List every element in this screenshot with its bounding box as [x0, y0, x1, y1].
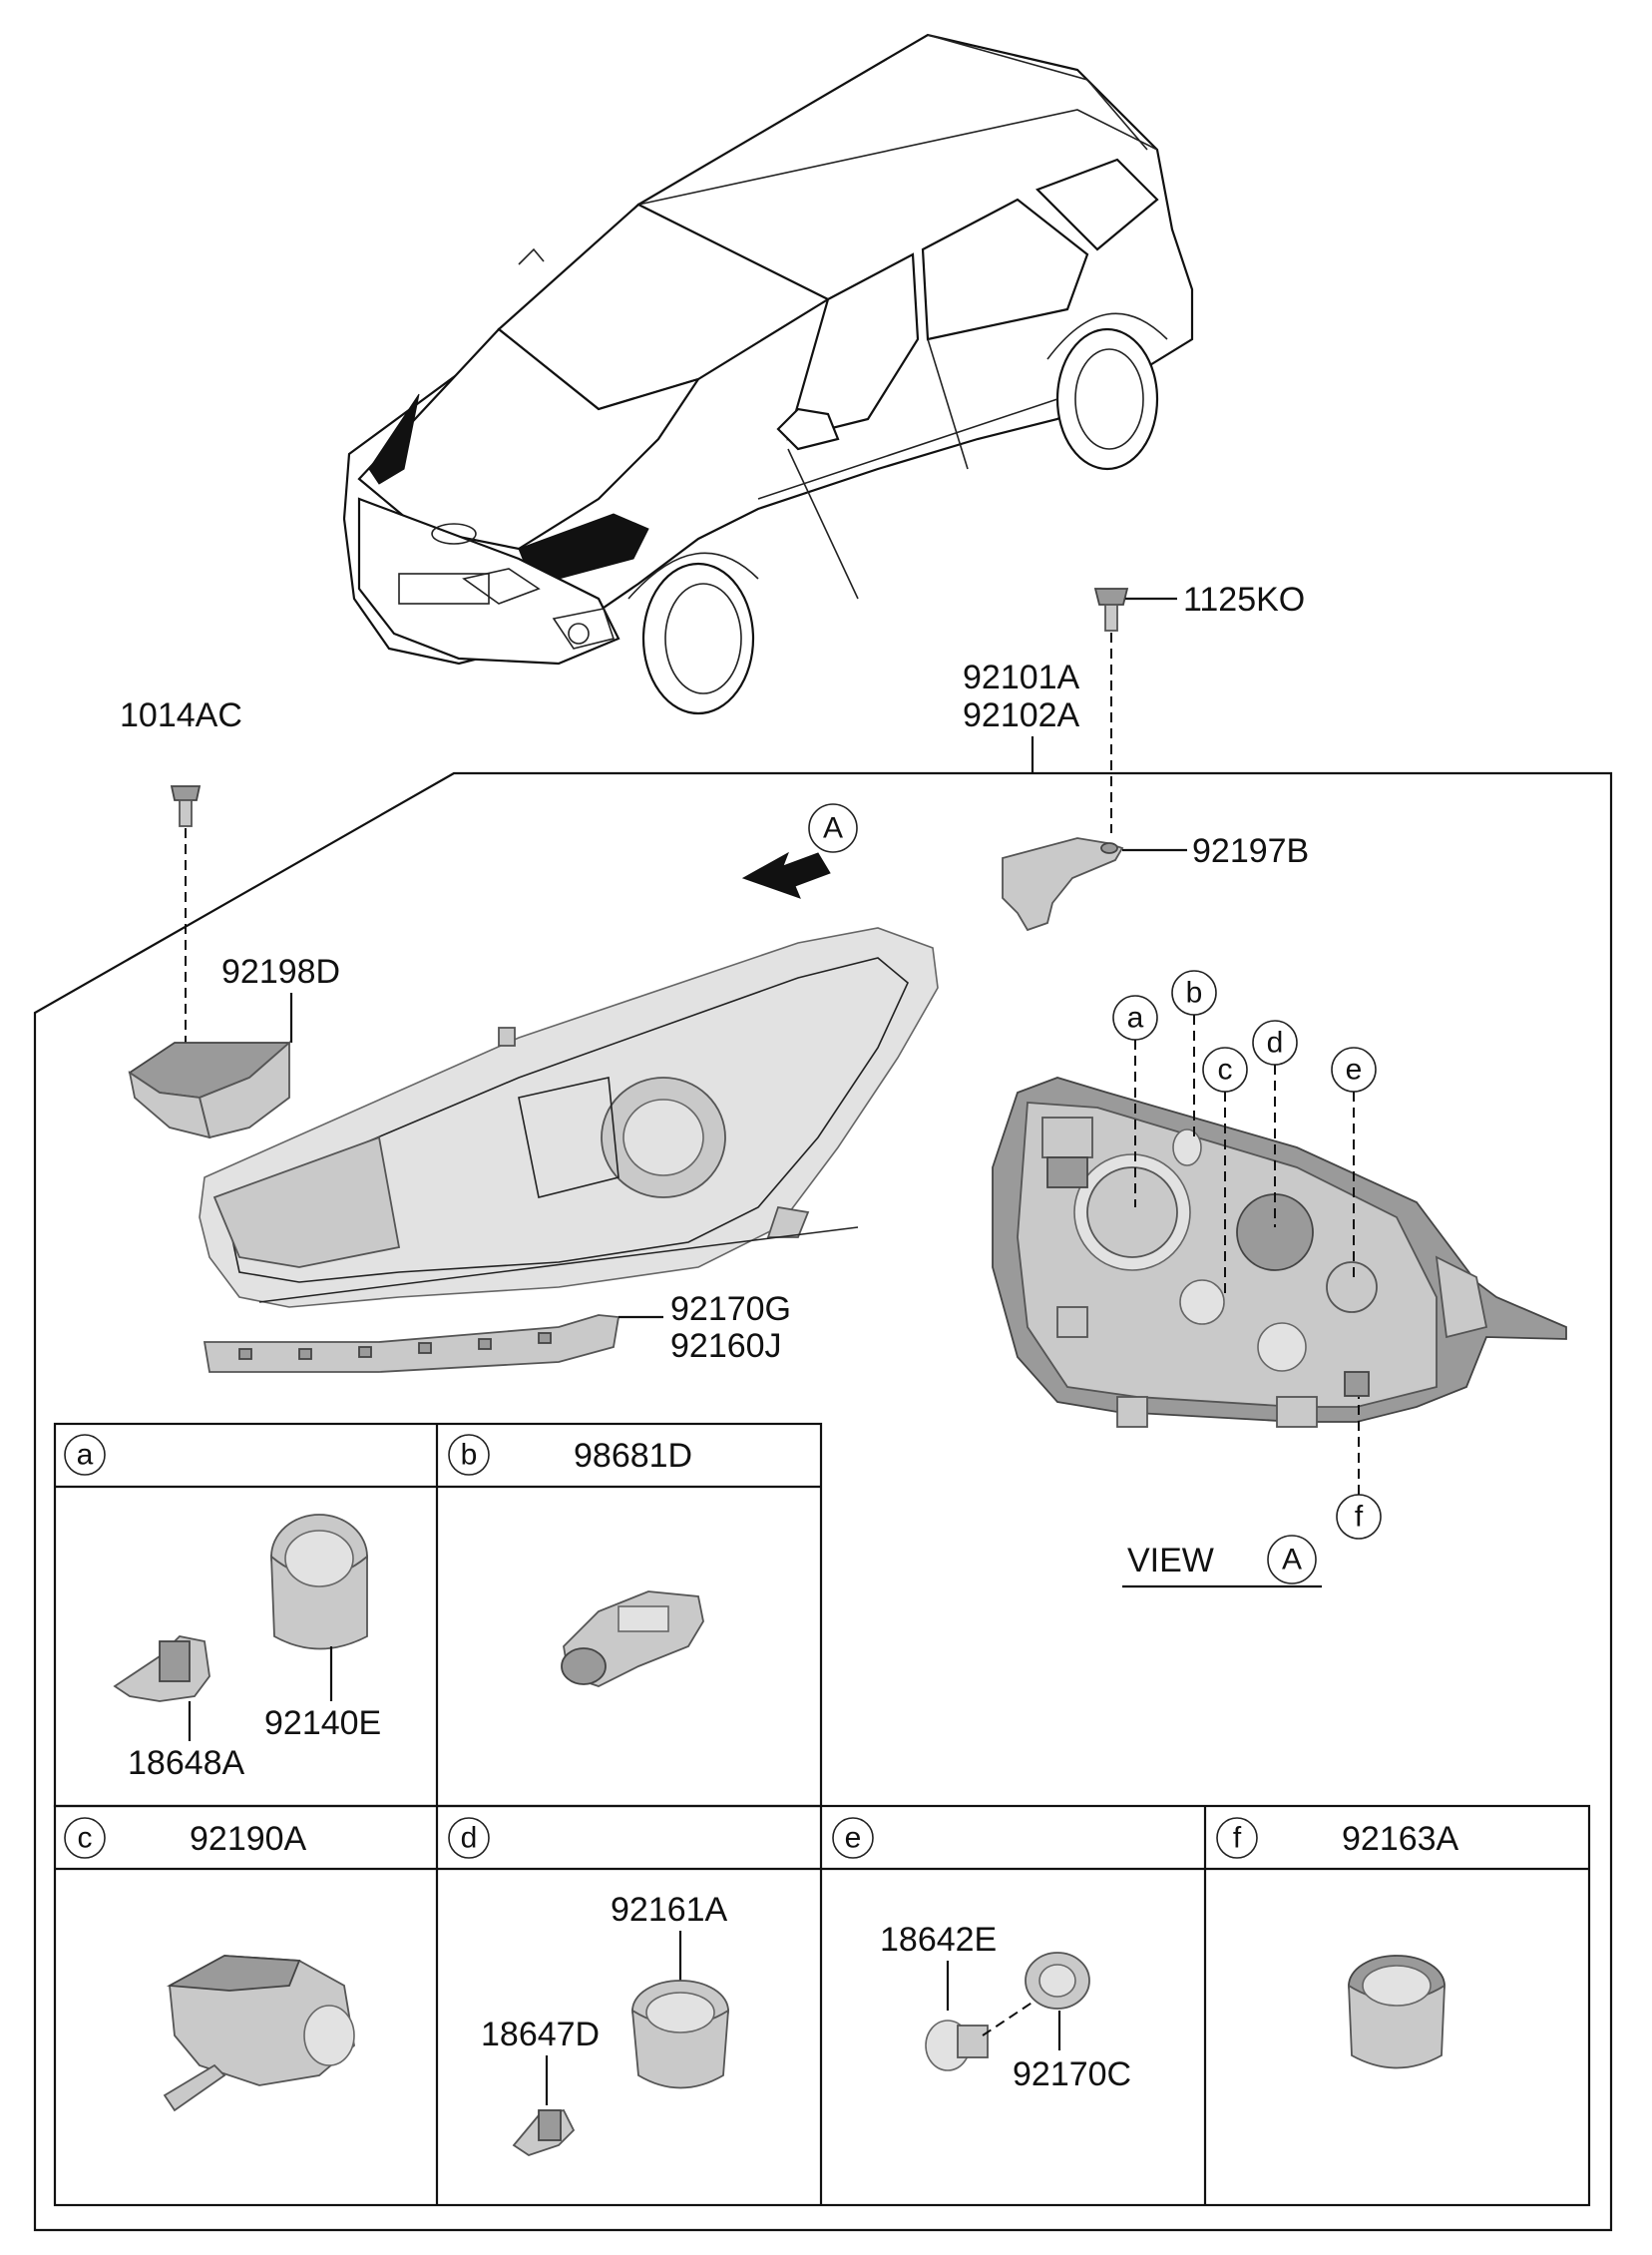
label-92198d: 92198D — [221, 953, 340, 991]
cell-e-key: e — [845, 1822, 862, 1855]
label-1014ac: 1014AC — [120, 696, 242, 734]
callout-f: f — [1355, 1501, 1364, 1534]
cell-e-key-circle — [832, 1817, 874, 1859]
view-arrow — [741, 803, 858, 899]
label-1125ko: 1125KO — [1183, 581, 1305, 619]
socket-92161a — [630, 1980, 730, 2089]
callout-d: d — [1267, 1027, 1284, 1060]
cap-92163a — [1348, 1955, 1446, 2069]
arrow-ref-label: A — [823, 812, 843, 845]
socket-92170c — [1025, 1952, 1090, 2050]
label-92140e: 92140E — [264, 1704, 381, 1742]
cell-f-header: 92163A — [1342, 1820, 1459, 1858]
callout-c: c — [1218, 1054, 1233, 1087]
cell-a-key: a — [77, 1439, 94, 1472]
cell-f-key: f — [1233, 1822, 1242, 1855]
label-18647d: 18647D — [481, 2016, 600, 2053]
label-92101a: 92101A — [963, 659, 1080, 696]
callout-e: e — [1346, 1054, 1363, 1087]
cell-b-key-circle — [448, 1434, 490, 1476]
assembly-frame — [33, 771, 1613, 2232]
label-92161a: 92161A — [611, 1891, 728, 1929]
vehicle-illustration — [342, 33, 1194, 715]
label-92170c: 92170C — [1013, 2055, 1131, 2093]
view-ref-circle — [1267, 1535, 1317, 1584]
label-92160j: 92160J — [670, 1327, 782, 1365]
label-92170g: 92170G — [670, 1290, 791, 1328]
bulb-18647d — [512, 2108, 576, 2156]
callout-b: b — [1186, 977, 1203, 1010]
view-a-rear-lamp — [992, 1077, 1567, 1428]
part-98681d — [561, 1590, 704, 1687]
label-92197b: 92197B — [1192, 832, 1309, 870]
headlamp-assembly — [199, 927, 939, 1308]
bulb-18642e — [925, 2020, 989, 2071]
label-18648a: 18648A — [128, 1744, 245, 1782]
cell-c-header: 92190A — [190, 1820, 307, 1858]
cell-d-key-circle — [448, 1817, 490, 1859]
bulb-guide — [982, 1995, 1043, 2036]
callout-a: a — [1127, 1002, 1144, 1035]
view-ref-label: A — [1282, 1544, 1302, 1577]
screw-1014ac — [170, 785, 202, 827]
label-18642e: 18642E — [880, 1921, 997, 1959]
parts-table-row2 — [53, 1804, 1591, 2207]
cell-a-key-circle — [64, 1434, 106, 1476]
drl-strip — [203, 1314, 663, 1373]
cell-b-key: b — [461, 1439, 478, 1472]
cell-b-header: 98681D — [574, 1437, 692, 1475]
label-92102a: 92102A — [963, 696, 1080, 734]
actuator-92190a — [163, 1955, 355, 2112]
cell-c-key-circle — [64, 1817, 106, 1859]
cell-f-key-circle — [1216, 1817, 1258, 1859]
cell-d-key: d — [461, 1822, 478, 1855]
bracket-92197b — [1002, 837, 1187, 932]
socket-92140e — [270, 1514, 368, 1701]
cell-c-key: c — [78, 1822, 93, 1855]
bolt-1125ko — [1093, 588, 1177, 632]
bulb-18648a — [113, 1635, 210, 1741]
view-label: VIEW — [1127, 1542, 1214, 1579]
bracket-92198d — [128, 1041, 292, 1139]
